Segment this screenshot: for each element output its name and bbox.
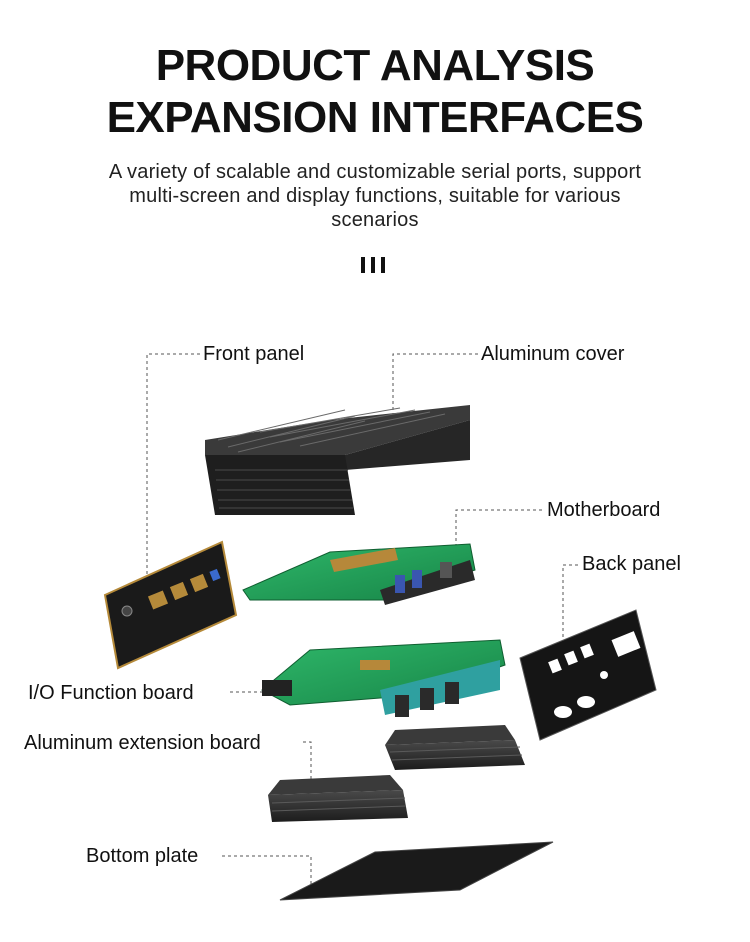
back-panel-part bbox=[519, 609, 657, 741]
motherboard-part bbox=[242, 543, 476, 605]
subtitle-line1: A variety of scalable and customizable s… bbox=[108, 161, 642, 183]
label-back-panel: Back panel bbox=[582, 553, 681, 575]
bottom-plate-part bbox=[279, 841, 554, 901]
label-io-board: I/O Function board bbox=[28, 682, 194, 704]
subtitle-line2: multi-screen and display functions, suit… bbox=[129, 185, 621, 207]
leader-lines bbox=[146, 353, 578, 890]
extension-board-part bbox=[268, 725, 525, 822]
label-extension-board: Aluminum extension board bbox=[24, 732, 261, 754]
io-board-part bbox=[261, 639, 506, 717]
section-divider-icon bbox=[361, 257, 387, 273]
page-title-line1: PRODUCT ANALYSIS bbox=[155, 41, 595, 90]
label-aluminum-cover: Aluminum cover bbox=[481, 343, 625, 365]
label-front-panel: Front panel bbox=[203, 343, 305, 365]
label-motherboard: Motherboard bbox=[547, 499, 661, 521]
page-title-line2: EXPANSION INTERFACES bbox=[106, 93, 644, 142]
aluminum-cover-part bbox=[205, 405, 470, 515]
label-bottom-plate: Bottom plate bbox=[86, 845, 199, 867]
front-panel-part bbox=[103, 540, 238, 670]
page-subtitle: A variety of scalable and customizable s… bbox=[50, 160, 700, 232]
subtitle-line3: scenarios bbox=[331, 209, 419, 231]
